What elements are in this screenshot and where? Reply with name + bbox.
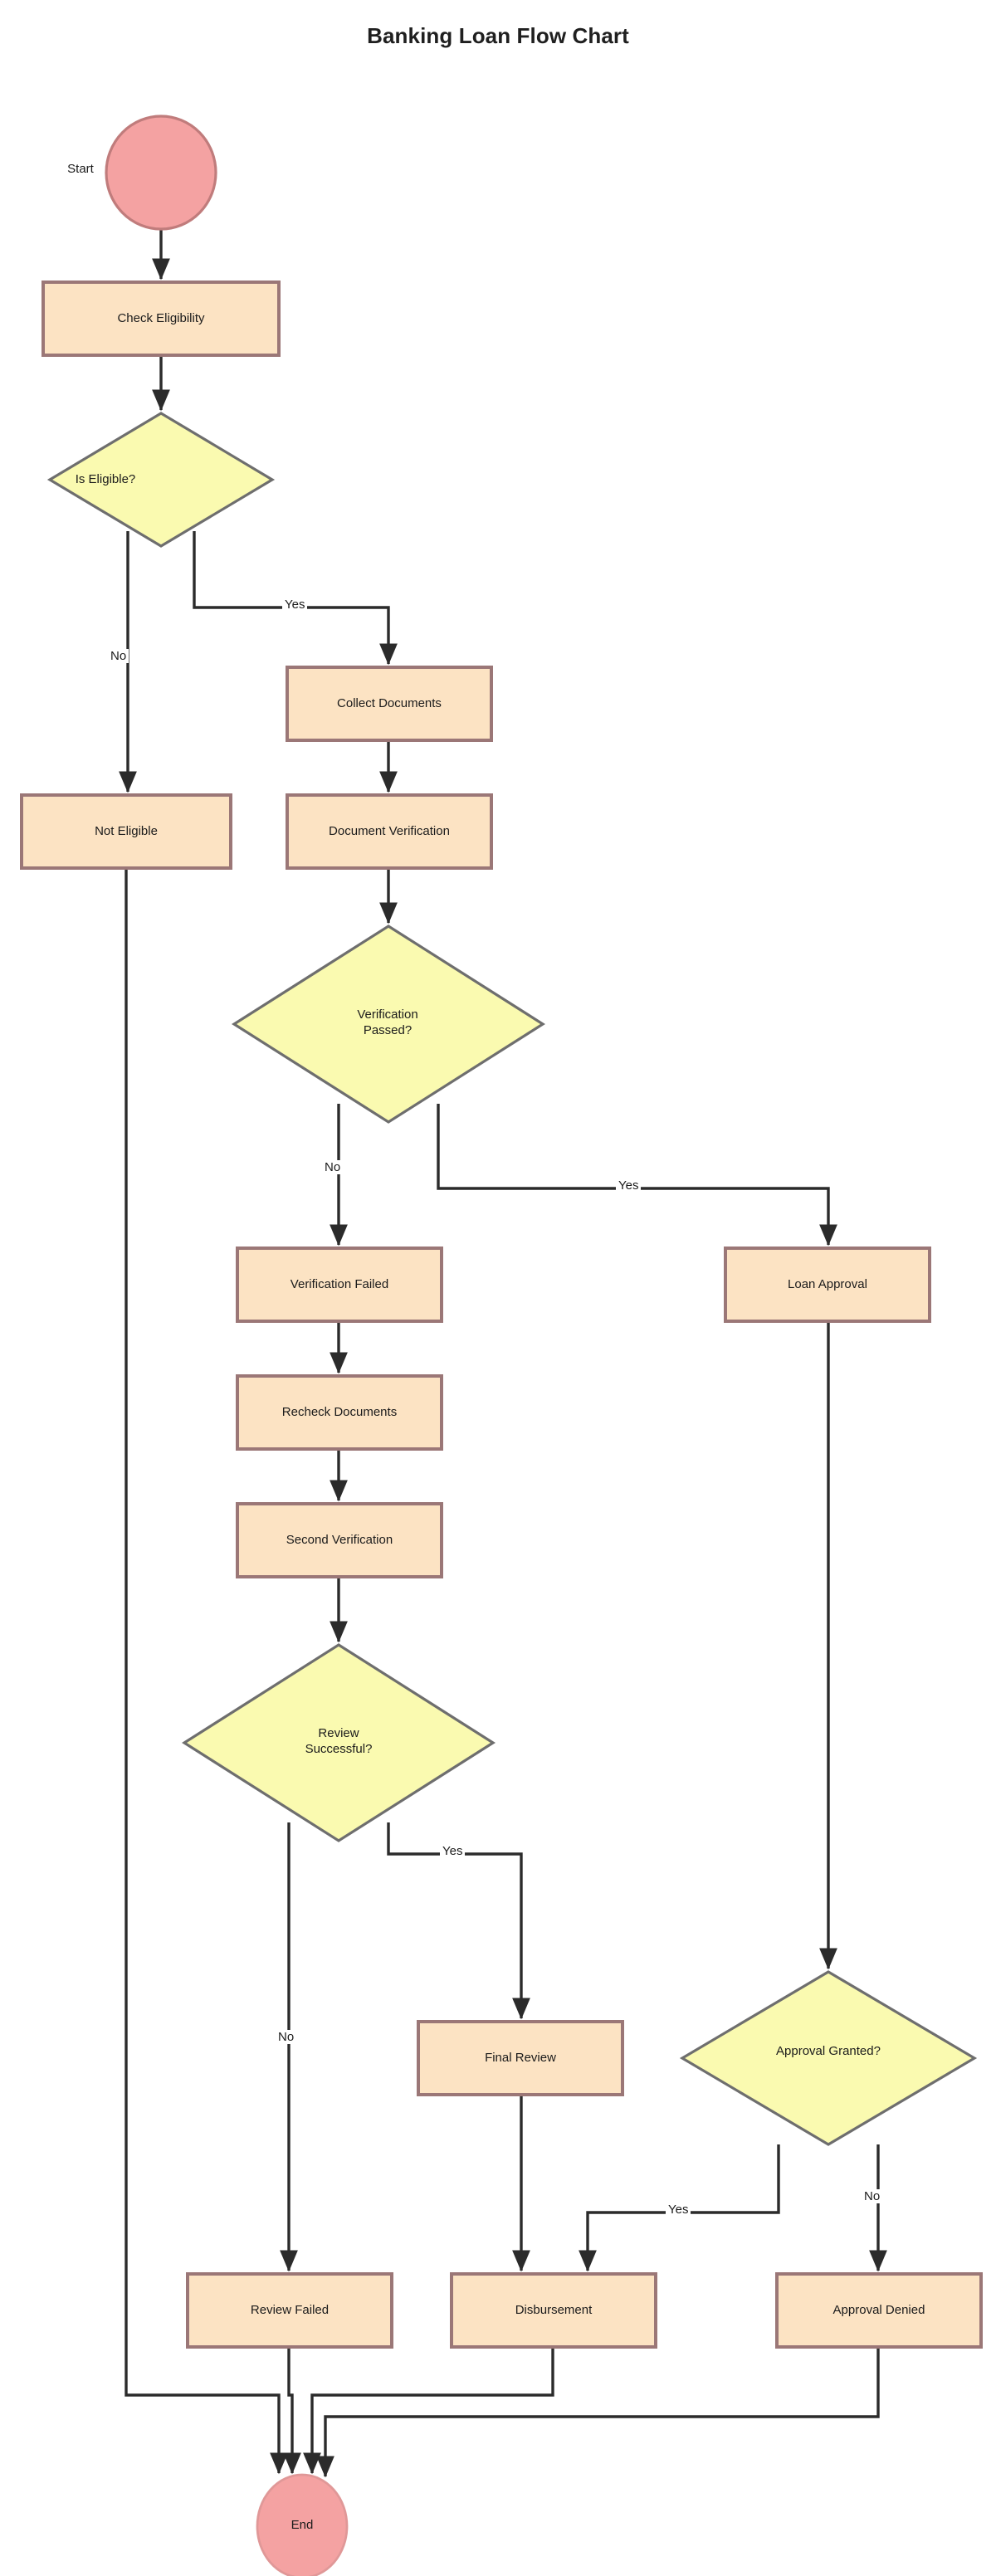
edge-verification-passed-yes-to-loan-approval [437,1104,837,1247]
node-verification-failed[interactable] [236,1247,443,1323]
node-end[interactable] [256,2473,349,2576]
page-title: Banking Loan Flow Chart [367,23,629,48]
node-check-eligibility[interactable] [42,281,281,357]
edge-disbursement-to-end [303,2347,554,2475]
node-collect-documents[interactable] [286,666,493,742]
node-second-verification[interactable] [236,1502,443,1578]
edge-is-eligible-yes-to-collect-documents [193,531,398,666]
edge-approval-denied-to-end [316,2347,880,2478]
node-document-verification[interactable] [286,793,493,870]
node-recheck-documents[interactable] [236,1374,443,1451]
edge-review-successful-yes-to-final-review [387,1822,530,2020]
node-approval-granted[interactable] [679,1970,978,2146]
edge-review-failed-to-end [283,2347,301,2475]
node-not-eligible[interactable] [20,793,232,870]
node-approval-denied[interactable] [775,2272,983,2349]
node-final-review[interactable] [417,2020,624,2096]
nodes-layer [20,115,983,2576]
edges-layer [119,229,887,2478]
node-disbursement[interactable] [450,2272,657,2349]
edge-not-eligible-to-end [124,868,288,2475]
node-review-successful[interactable] [182,1643,496,1842]
node-loan-approval[interactable] [724,1247,931,1323]
node-review-failed[interactable] [186,2272,393,2349]
edge-approval-granted-yes-to-disbursement [579,2144,780,2272]
node-verification-passed[interactable] [232,925,545,1124]
node-start[interactable] [105,115,217,231]
node-is-eligible[interactable] [46,412,276,548]
